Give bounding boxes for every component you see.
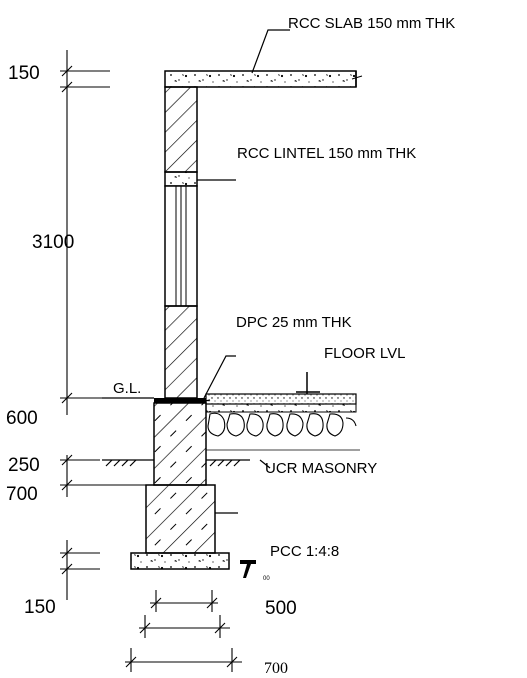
ground-level-label: G.L. (113, 380, 141, 397)
lintel-label: RCC LINTEL 150 mm THK (237, 145, 416, 162)
plinth-masonry (153, 402, 207, 486)
pcc-label: PCC 1:4:8 (270, 543, 339, 560)
vertical-dimensions (60, 50, 146, 600)
masonry-label: UCR MASONRY (265, 460, 377, 477)
ground-line (102, 397, 250, 467)
dpc-layer (154, 398, 206, 403)
floor-level-label: FLOOR LVL (324, 345, 405, 362)
dpc-label: DPC 25 mm THK (236, 314, 352, 331)
dim-width-500: 500 (265, 598, 297, 619)
rcc-slab (164, 70, 363, 88)
slab-label: RCC SLAB 150 mm THK (288, 15, 455, 32)
pcc-small-label: 00 (263, 576, 270, 582)
dim-footing-step1: 250 (8, 455, 40, 476)
dim-plinth: 600 (6, 408, 38, 429)
horizontal-dimensions (125, 590, 242, 672)
dim-wall-height: 3100 (32, 232, 74, 253)
wall-lower (164, 305, 198, 399)
dim-footing-step2: 700 (6, 484, 38, 505)
footing-masonry (145, 484, 216, 554)
leader-lines (197, 29, 290, 514)
pcc-mark (240, 560, 256, 578)
dim-width-700: 700 (264, 660, 288, 677)
pcc-bed (130, 552, 230, 570)
floor-level-mark (296, 372, 320, 394)
dim-pcc-thk: 150 (24, 597, 56, 618)
wall-upper (164, 86, 198, 173)
floor-finish (205, 393, 357, 413)
window-opening (164, 185, 198, 307)
rcc-lintel (164, 171, 198, 187)
floor-rubble-soling (206, 412, 360, 451)
dim-slab-thk: 150 (8, 63, 40, 84)
